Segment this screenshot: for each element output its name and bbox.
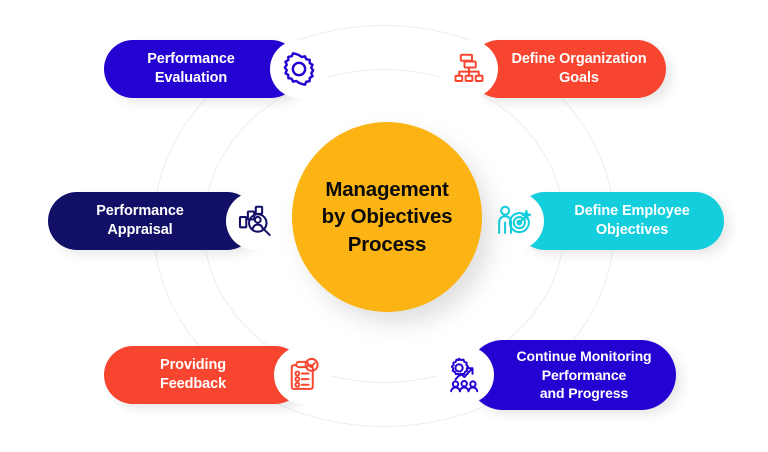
label-line-2: Goals xyxy=(559,70,599,86)
step-continue-monitoring-label: Continue Monitoring Performance and Prog… xyxy=(492,347,676,402)
step-define-employee-objectives[interactable]: Define Employee Objectives xyxy=(486,192,724,250)
step-define-employee-objectives-label: Define Employee Objectives xyxy=(540,202,724,241)
step-performance-evaluation[interactable]: Performance Evaluation xyxy=(104,40,328,98)
center-title: Management by Objectives Process xyxy=(310,176,465,257)
step-performance-evaluation-label: Performance Evaluation xyxy=(104,50,278,89)
step-continue-monitoring-body[interactable]: Continue Monitoring Performance and Prog… xyxy=(468,340,676,410)
label-line-2: Objectives xyxy=(595,222,669,238)
step-performance-appraisal[interactable]: Performance Appraisal xyxy=(48,192,284,250)
chart-magnifier-person-icon xyxy=(226,192,284,250)
gear-growth-people-icon xyxy=(436,346,494,404)
label-line-2: Appraisal xyxy=(107,222,173,238)
label-line-1: Define Employee xyxy=(574,202,690,219)
person-target-icon xyxy=(486,192,544,250)
step-define-organization-goals-body[interactable]: Define Organization Goals xyxy=(470,40,666,98)
label-line-3: and Progress xyxy=(539,385,629,402)
label-line-1: Performance xyxy=(96,202,184,219)
label-line-2: Evaluation xyxy=(154,70,228,86)
step-performance-appraisal-body[interactable]: Performance Appraisal xyxy=(48,192,256,250)
step-define-employee-objectives-body[interactable]: Define Employee Objectives xyxy=(516,192,724,250)
center-title-line-1: Management xyxy=(325,178,449,202)
label-line-1: Continue Monitoring xyxy=(516,348,652,365)
label-line-2: Performance xyxy=(541,366,627,383)
label-line-1: Define Organization xyxy=(511,50,647,67)
center-circle: Management by Objectives Process xyxy=(292,122,482,312)
label-line-2: Feedback xyxy=(159,376,227,392)
clipboard-check-icon xyxy=(274,346,332,404)
step-providing-feedback-body[interactable]: Providing Feedback xyxy=(104,346,304,404)
center-title-line-3: Process xyxy=(347,232,427,256)
org-chart-icon xyxy=(440,40,498,98)
gear-icon xyxy=(270,40,328,98)
step-define-organization-goals-label: Define Organization Goals xyxy=(492,50,666,89)
step-continue-monitoring[interactable]: Continue Monitoring Performance and Prog… xyxy=(436,340,676,410)
center-title-line-2: by Objectives xyxy=(321,205,453,229)
step-define-organization-goals[interactable]: Define Organization Goals xyxy=(440,40,666,98)
label-line-1: Providing xyxy=(160,356,226,373)
label-line-1: Performance xyxy=(147,50,235,67)
step-providing-feedback[interactable]: Providing Feedback xyxy=(104,346,332,404)
step-providing-feedback-label: Providing Feedback xyxy=(104,356,282,395)
step-performance-appraisal-label: Performance Appraisal xyxy=(48,202,232,241)
